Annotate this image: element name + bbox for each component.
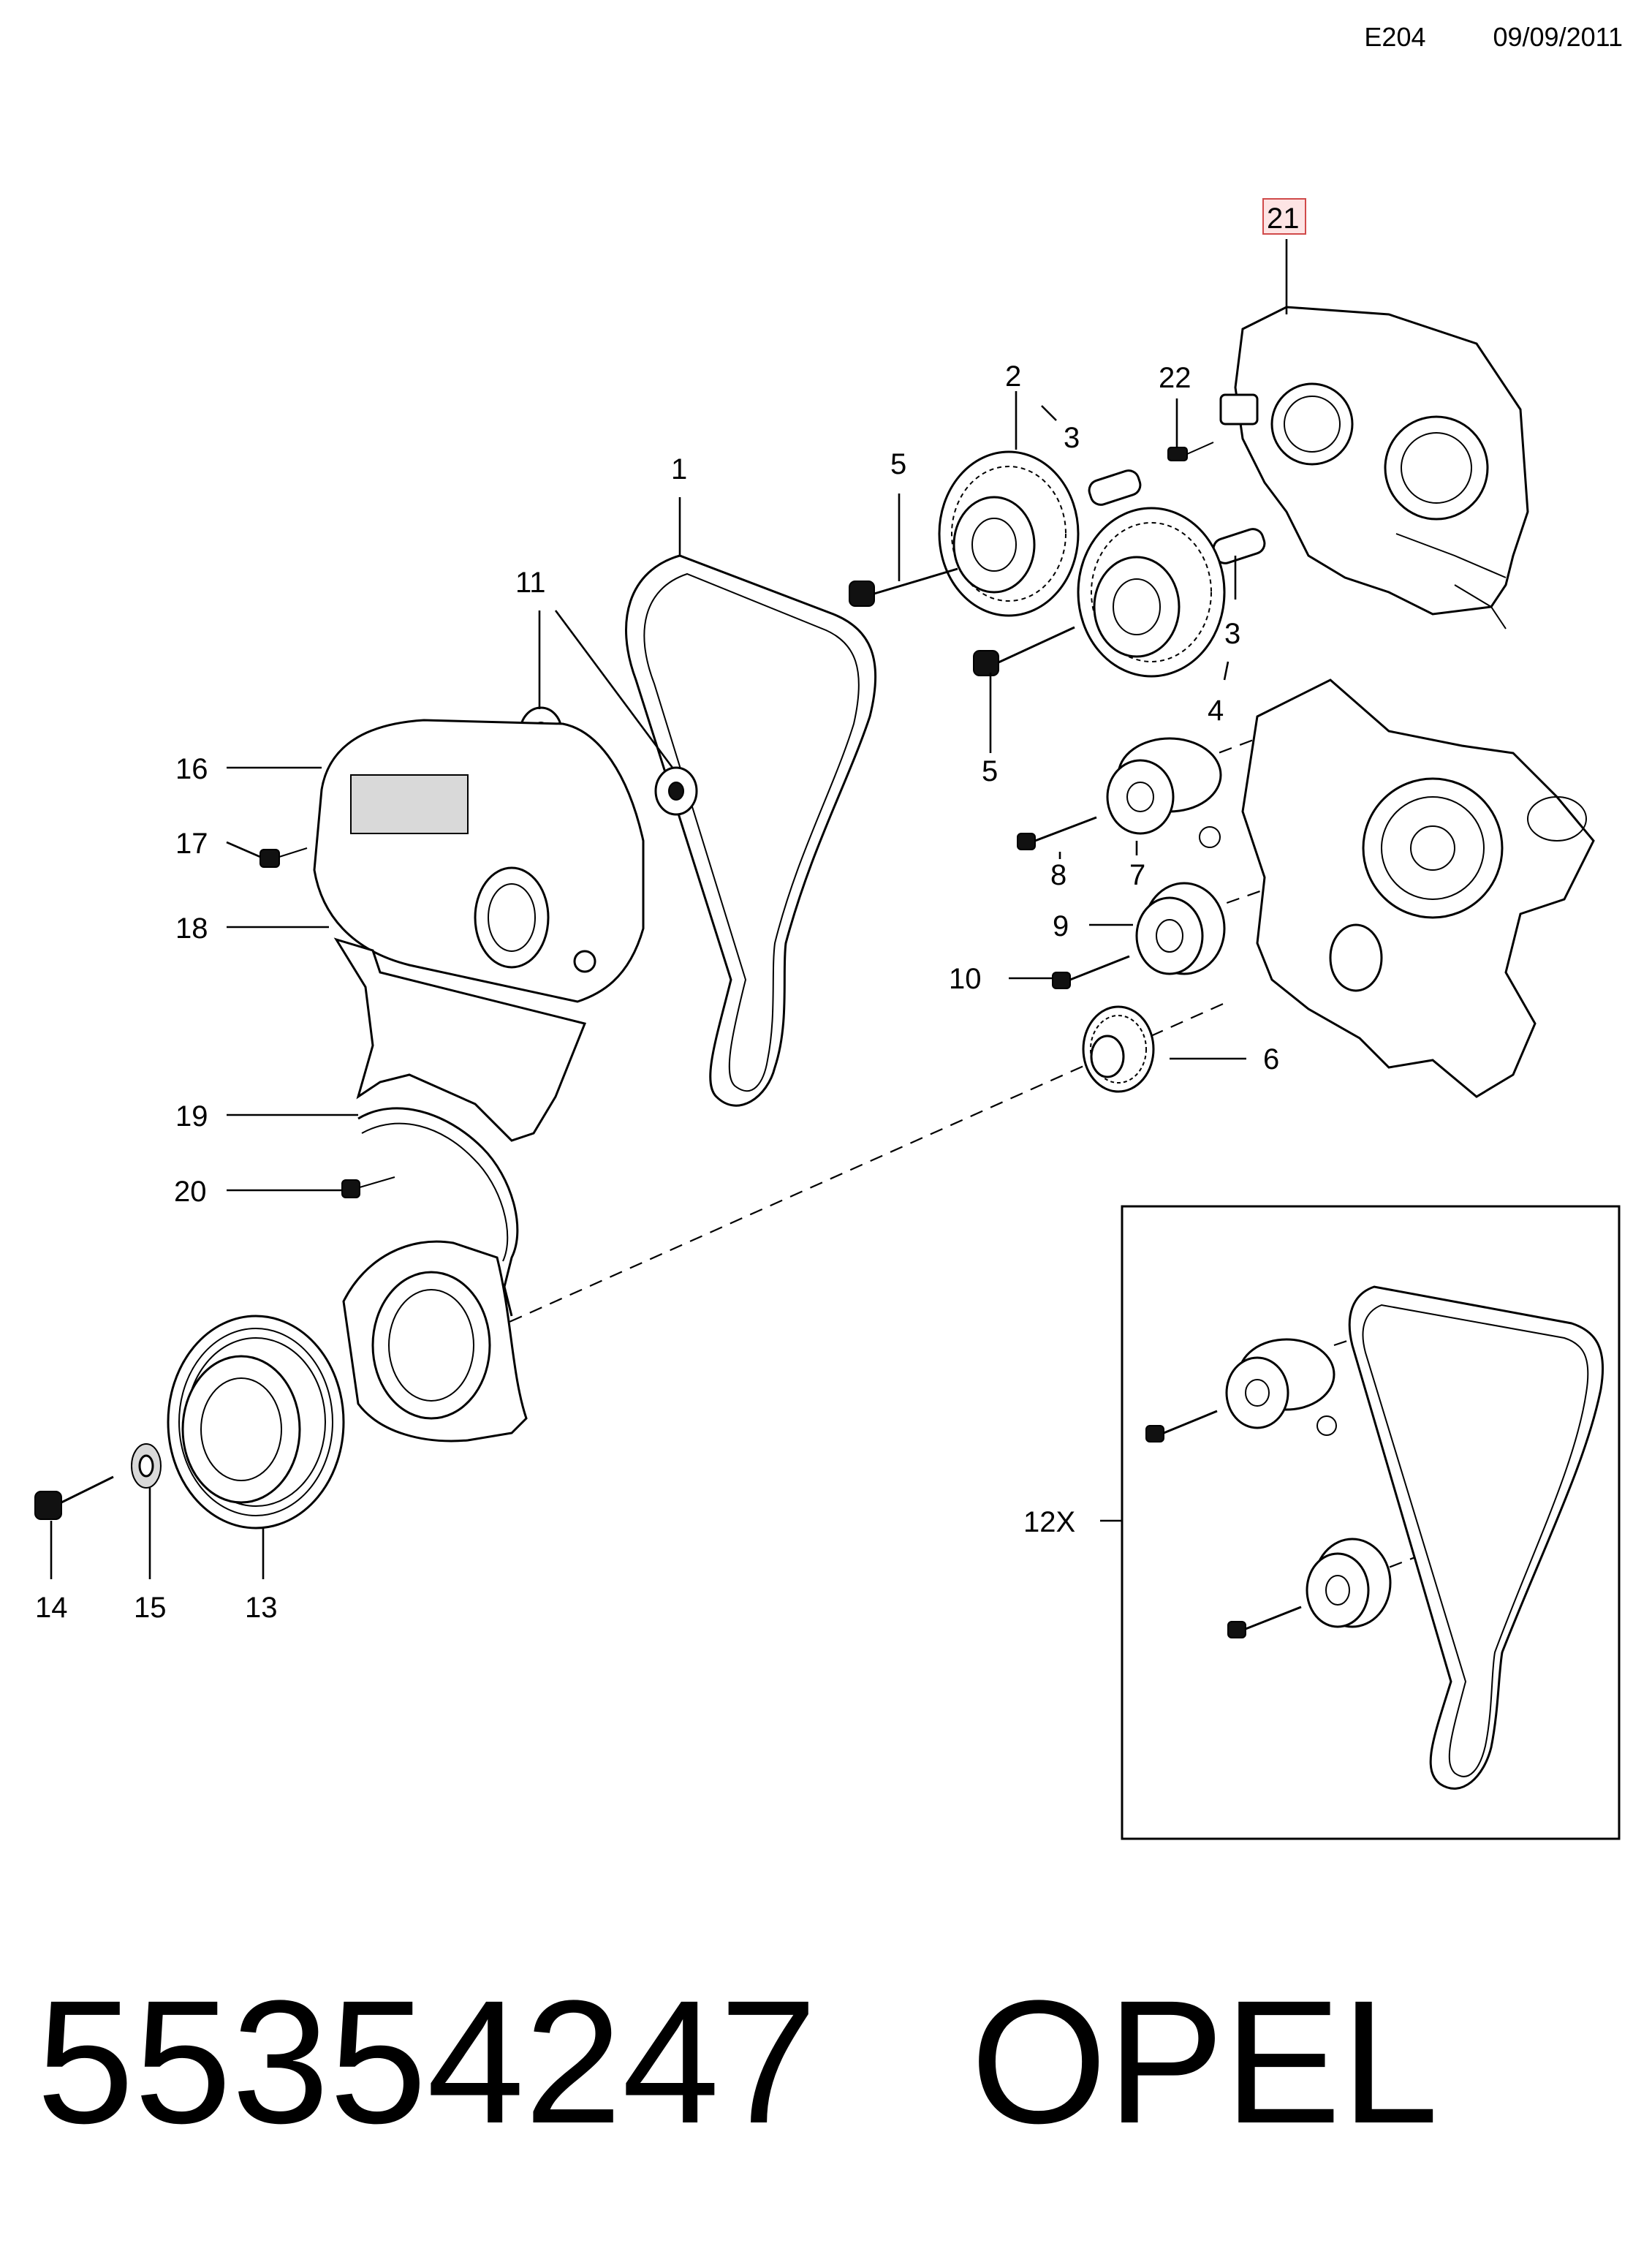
- callout-15: 15: [134, 1592, 167, 1624]
- callout-13: 13: [245, 1592, 278, 1624]
- diagram-date: 09/09/2011: [1493, 22, 1623, 52]
- callout-2: 2: [1005, 360, 1021, 393]
- callout-1: 1: [671, 453, 687, 485]
- callout-17: 17: [175, 828, 208, 860]
- callout-3b: 3: [1224, 618, 1240, 650]
- part-17-bolt[interactable]: [259, 847, 308, 868]
- part-13-crank-pulley[interactable]: [167, 1315, 345, 1530]
- callout-20: 20: [174, 1176, 207, 1208]
- callout-3a: 3: [1064, 422, 1080, 454]
- footer: 55354247 OPEL: [37, 1974, 1439, 2149]
- part-3-dowel-pins[interactable]: [1086, 468, 1267, 566]
- callout-5b: 5: [982, 755, 998, 787]
- callout-labels: 1 2 3 3 4 5 5 6 7 8 9 10 11 12X 13 14 15…: [35, 198, 1306, 1624]
- kit-12x-inset[interactable]: [1121, 1205, 1621, 1840]
- part-9-idler-pulley[interactable]: [1135, 882, 1226, 975]
- callout-7: 7: [1129, 859, 1145, 891]
- part-5-gear-bolts[interactable]: [849, 567, 1075, 676]
- part-21-cover[interactable]: [1219, 306, 1529, 629]
- engine-front-housing[interactable]: [1241, 678, 1595, 1098]
- callout-22: 22: [1159, 362, 1191, 394]
- callout-21[interactable]: 21: [1267, 203, 1300, 235]
- part-22-bolt[interactable]: [1167, 442, 1214, 461]
- part-1-timing-belt[interactable]: [625, 554, 877, 1107]
- callout-6: 6: [1263, 1043, 1279, 1075]
- part-7-tensioner[interactable]: [1106, 737, 1222, 848]
- brand-name: OPEL: [970, 1964, 1439, 2160]
- callout-21-highlight: [1262, 198, 1306, 235]
- callout-10: 10: [949, 963, 982, 995]
- header: E204 09/09/2011: [1364, 22, 1623, 53]
- callout-9: 9: [1053, 910, 1069, 942]
- diagram-code: E204: [1364, 22, 1426, 52]
- part-16-upper-cover[interactable]: [313, 719, 645, 1003]
- rear-timing-plate[interactable]: [342, 1240, 528, 1442]
- part-14-bolt[interactable]: [34, 1475, 114, 1520]
- callout-19: 19: [175, 1100, 208, 1133]
- callout-18: 18: [175, 912, 208, 945]
- callout-14: 14: [35, 1592, 68, 1624]
- part-number: 55354247: [37, 1964, 817, 2160]
- part-18-lower-cover[interactable]: [333, 937, 587, 1142]
- callout-16: 16: [175, 753, 208, 785]
- part-20-bolt[interactable]: [341, 1176, 395, 1198]
- callout-8: 8: [1050, 859, 1066, 891]
- part-10-bolt[interactable]: [1052, 955, 1130, 989]
- part-6-crank-sprocket[interactable]: [1082, 1005, 1155, 1093]
- leader-lines: [50, 239, 1288, 1579]
- callout-12x: 12X: [1023, 1506, 1075, 1538]
- part-4-camshaft-gear[interactable]: [1077, 507, 1226, 678]
- part-15-washer[interactable]: [131, 1443, 162, 1489]
- callout-5a: 5: [890, 448, 906, 480]
- part-2-camshaft-gear[interactable]: [938, 450, 1080, 617]
- part-8-bolt[interactable]: [1017, 816, 1097, 850]
- callout-4: 4: [1208, 695, 1224, 727]
- exploded-parts-diagram: 1 2 3 3 4 5 5 6 7 8 9 10 11 12X 13 14 15…: [34, 198, 1621, 1840]
- callout-11: 11: [515, 567, 546, 599]
